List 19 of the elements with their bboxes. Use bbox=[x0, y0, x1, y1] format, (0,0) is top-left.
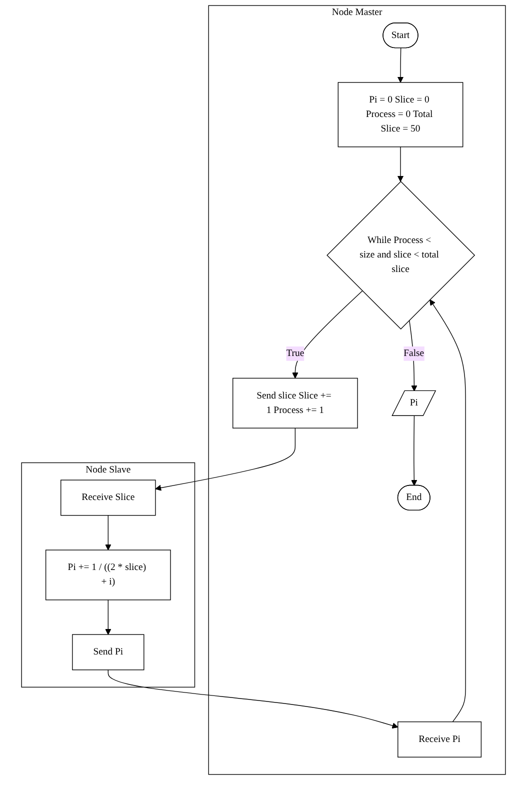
arrow bbox=[430, 299, 466, 722]
node-box: Receive Pi bbox=[398, 721, 482, 758]
arrow bbox=[105, 515, 112, 550]
edge-label: True bbox=[286, 348, 304, 359]
arrow bbox=[292, 290, 363, 378]
arrow bbox=[105, 600, 112, 635]
arrow bbox=[397, 146, 404, 182]
arrow bbox=[408, 320, 418, 392]
node-diamond: While Process < size and slice < total slice bbox=[326, 181, 476, 330]
node-box: Pi = 0 Slice = 0 Process = 0 Total Slice = 50 bbox=[338, 82, 464, 148]
node-box: Receive Slice bbox=[60, 480, 156, 516]
arrow bbox=[108, 670, 398, 729]
arrow bbox=[397, 48, 404, 83]
node-box: Pi += 1 / ((2 * slice) + i) bbox=[45, 550, 171, 600]
edge-label: False bbox=[404, 348, 424, 359]
arrow bbox=[411, 416, 418, 486]
node-box: Send Pi bbox=[72, 634, 144, 670]
arrow bbox=[155, 428, 296, 491]
node-box: Send slice Slice += 1 Process += 1 bbox=[232, 378, 358, 428]
